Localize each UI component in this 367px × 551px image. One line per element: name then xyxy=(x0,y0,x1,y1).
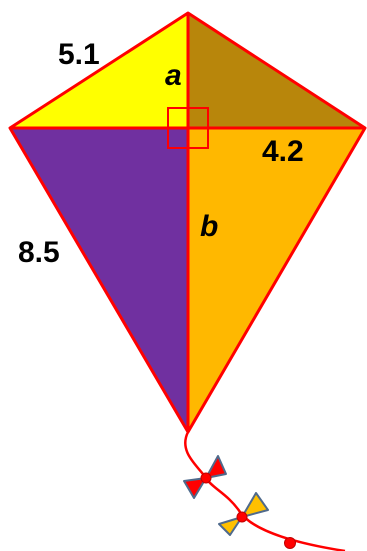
label-half-diagonal: 4.2 xyxy=(262,135,304,168)
label-segment-b: b xyxy=(200,210,218,243)
tail-bow-red-icon xyxy=(183,455,227,499)
label-top-left-side: 5.1 xyxy=(58,38,100,71)
label-bottom-left-side: 8.5 xyxy=(18,236,60,269)
tail-knot-icon xyxy=(284,537,296,549)
kite-tail-icon xyxy=(184,431,346,551)
label-segment-a: a xyxy=(165,59,182,92)
tail-bow-yellow-icon xyxy=(218,492,269,536)
right-angle-marker-icon xyxy=(167,107,209,149)
